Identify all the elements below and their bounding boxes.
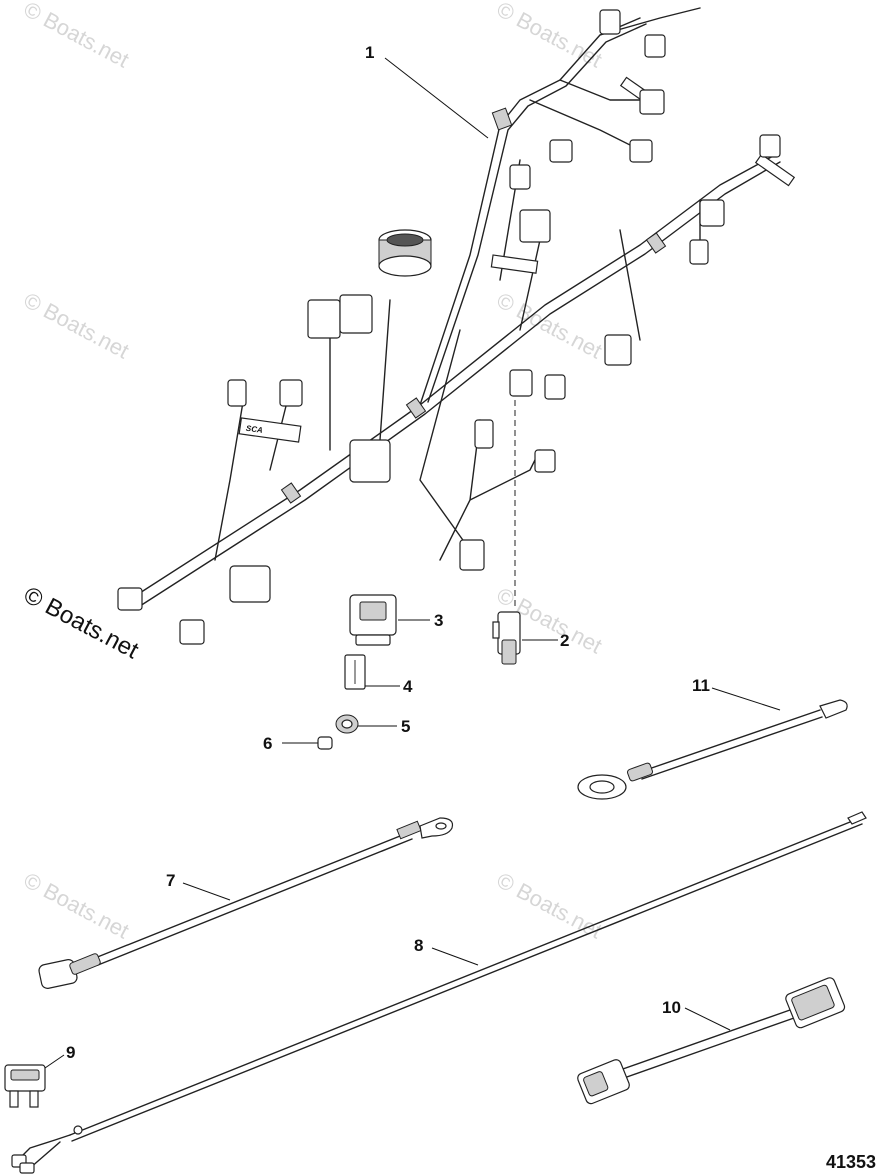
callout-9: 9 bbox=[66, 1043, 75, 1062]
watermark-lower-center: © Boats.net bbox=[493, 867, 607, 943]
callout-1: 1 bbox=[365, 43, 374, 62]
part-5-grommet[interactable] bbox=[335, 714, 359, 734]
harness-connectors bbox=[117, 9, 781, 645]
harness-clamp bbox=[645, 232, 667, 254]
harness-tag bbox=[754, 153, 796, 187]
part-3-connector-housing[interactable] bbox=[349, 594, 397, 646]
callouts: 1 2 3 4 5 6 7 8 9 10 11 bbox=[66, 43, 710, 1062]
figure-number: 41353 bbox=[826, 1152, 876, 1172]
wiring-harness[interactable]: SCA bbox=[117, 7, 796, 645]
callout-5: 5 bbox=[401, 717, 410, 736]
part-4-locking-clip[interactable] bbox=[344, 654, 366, 690]
watermarks: © Boats.net © Boats.net © Boats.net © Bo… bbox=[19, 0, 606, 944]
part-11-ring-terminal-lead[interactable] bbox=[577, 699, 848, 800]
callout-10: 10 bbox=[662, 998, 681, 1017]
callout-6: 6 bbox=[263, 734, 272, 753]
harness-clamp bbox=[491, 107, 513, 131]
leader-lines bbox=[44, 57, 781, 1069]
harness-clamp bbox=[280, 482, 302, 504]
harness-tag bbox=[238, 417, 302, 443]
harness-main-trunk-edge bbox=[139, 161, 781, 607]
part-2-connector[interactable] bbox=[492, 611, 521, 665]
part-6-plug[interactable] bbox=[317, 736, 333, 750]
harness-tag-text: SCA bbox=[245, 424, 263, 435]
callout-4: 4 bbox=[403, 677, 413, 696]
round-connector bbox=[378, 229, 432, 277]
callout-3: 3 bbox=[434, 611, 443, 630]
part-9-fuse[interactable] bbox=[4, 1064, 46, 1108]
callout-11: 11 bbox=[692, 676, 710, 695]
part-8-cable[interactable] bbox=[11, 811, 867, 1174]
watermark-mid-left: © Boats.net bbox=[20, 287, 134, 363]
harness-clamp bbox=[405, 397, 427, 419]
part-7-ground-cable[interactable] bbox=[38, 817, 454, 989]
callout-8: 8 bbox=[414, 936, 423, 955]
watermark-top-left: © Boats.net bbox=[20, 0, 134, 73]
watermark-top-center: © Boats.net bbox=[493, 0, 607, 73]
watermark-lower-left: © Boats.net bbox=[20, 867, 134, 943]
harness-tag bbox=[490, 254, 539, 274]
harness-upper-sub-branch-2 bbox=[529, 99, 641, 151]
part-10-adapter-harness[interactable] bbox=[576, 976, 846, 1105]
callout-2: 2 bbox=[560, 631, 569, 650]
harness-main-trunk bbox=[131, 154, 776, 599]
harness-upper-branch-edge bbox=[427, 23, 647, 403]
watermark-mid-center: © Boats.net bbox=[493, 287, 607, 363]
callout-7: 7 bbox=[166, 871, 175, 890]
